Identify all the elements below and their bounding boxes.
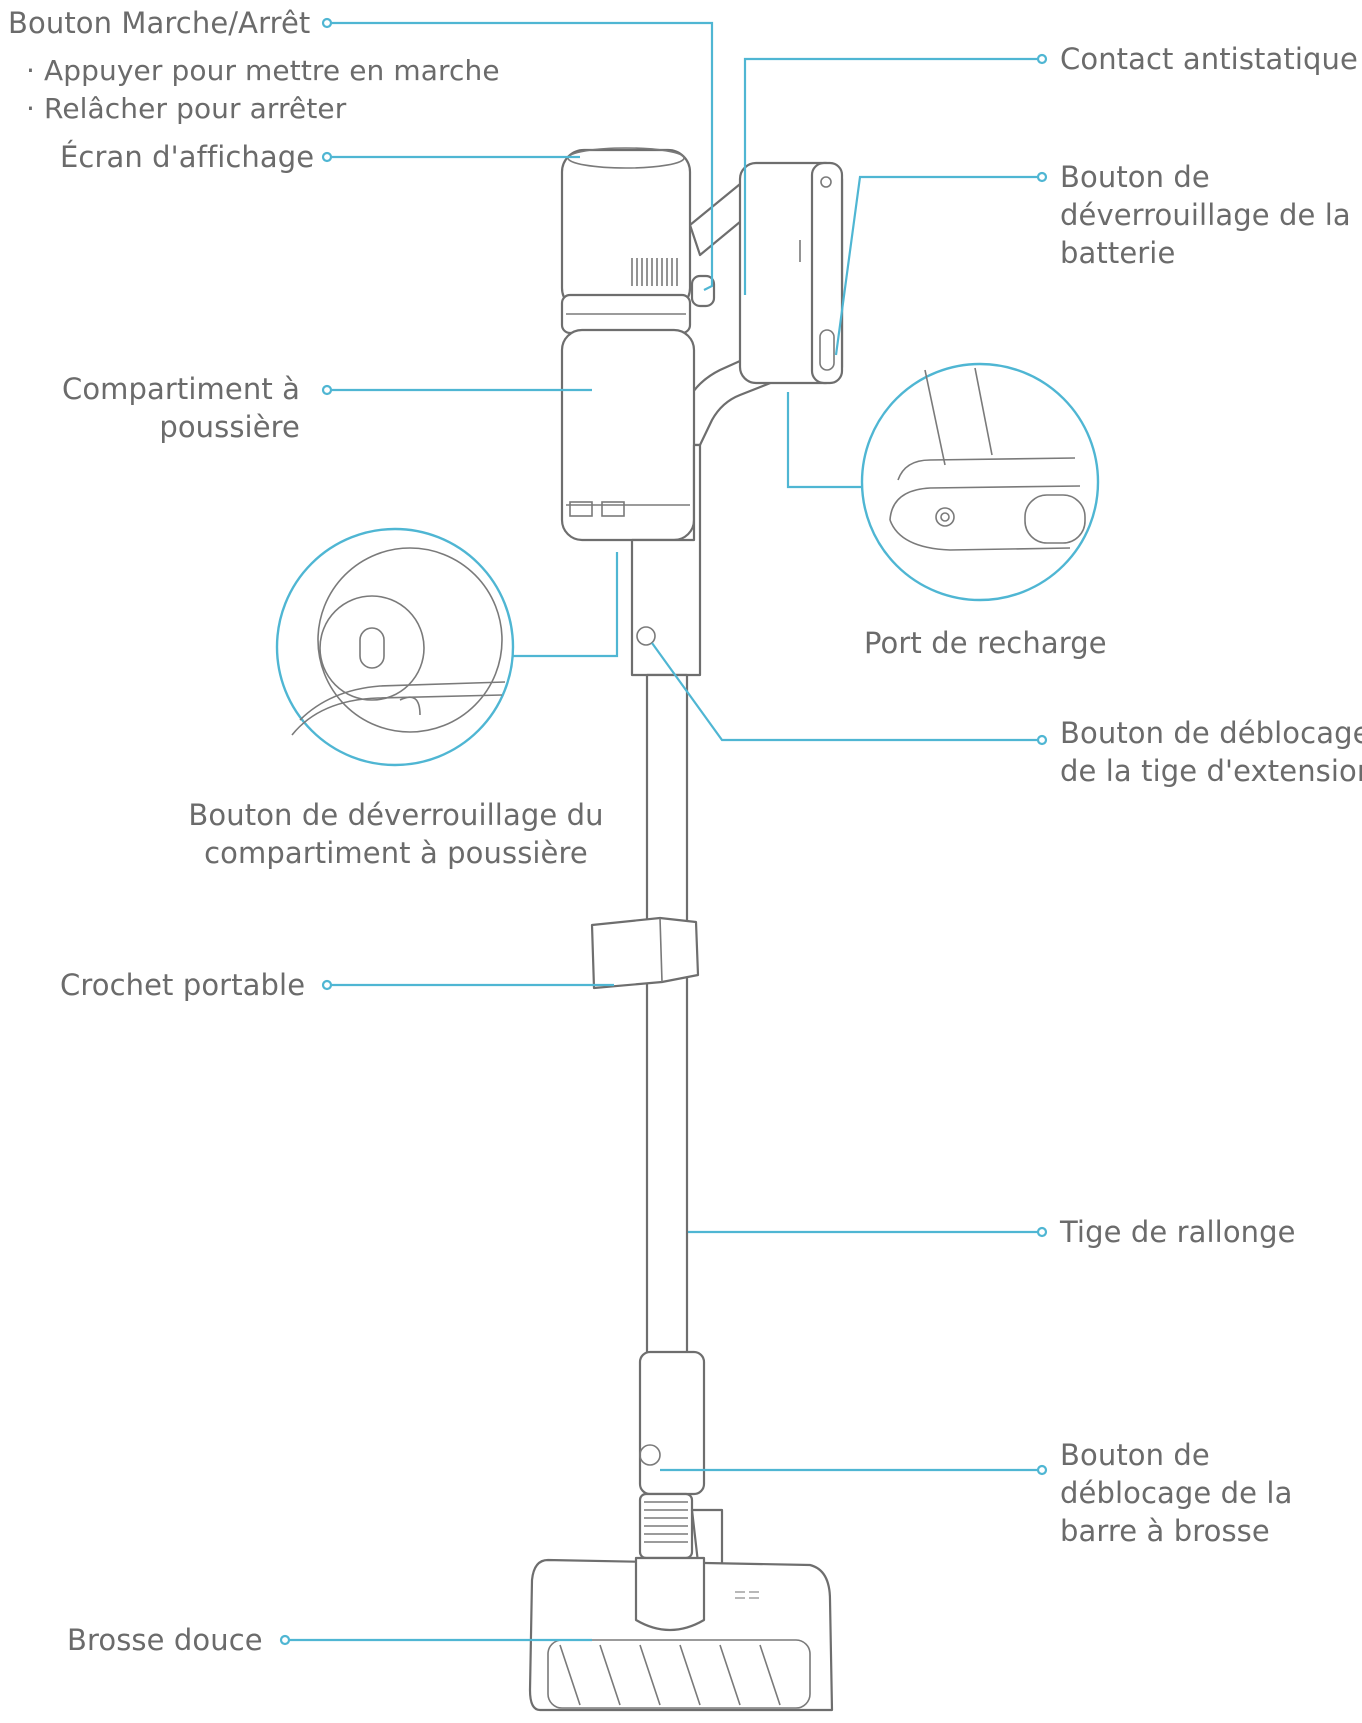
- label-dust-bin-line-1: Compartiment à: [61, 372, 300, 406]
- label-dust-bin-line-2: poussière: [159, 410, 300, 444]
- brush-roller: [547, 1639, 811, 1709]
- detail-bin-release: [275, 527, 515, 767]
- tube-connector: [630, 443, 702, 677]
- label-soft-brush: Brosse douce: [67, 1623, 263, 1657]
- label-tube-release-line-1: Bouton de déblocage: [1060, 716, 1362, 750]
- bullet: ·: [26, 54, 36, 87]
- label-power-note-2: · Relâcher pour arrêter: [26, 90, 346, 128]
- label-battery-release-line-3: batterie: [1060, 236, 1176, 270]
- vacuum-illustration: [528, 147, 844, 1712]
- label-extension-tube: Tige de rallonge: [1060, 1215, 1296, 1249]
- power-trigger: [690, 274, 716, 308]
- label-power-button: Bouton Marche/Arrêt: [8, 6, 311, 40]
- portable-hook: [590, 916, 700, 990]
- leader-lines: [279, 17, 1048, 1646]
- tube-release-button: [636, 626, 656, 646]
- label-display: Écran d'affichage: [60, 140, 315, 174]
- label-brush-release: Bouton de déblocage de la barre à brosse: [1060, 1436, 1292, 1550]
- detail-charging-port: [860, 362, 1100, 602]
- label-battery-release-line-1: Bouton de: [1060, 160, 1210, 194]
- label-brush-release-line-1: Bouton de: [1060, 1438, 1210, 1472]
- brush-release-button: [639, 1444, 661, 1466]
- label-battery-release-line-2: déverrouillage de la: [1060, 198, 1351, 232]
- label-tube-release-line-2: de la tige d'extension: [1060, 754, 1362, 788]
- label-brush-release-line-2: déblocage de la: [1060, 1476, 1293, 1510]
- label-tube-release: Bouton de déblocage de la tige d'extensi…: [1060, 714, 1362, 790]
- battery-release-slot: [819, 329, 835, 371]
- label-charging-port: Port de recharge: [864, 626, 1107, 660]
- label-brush-release-line-3: barre à brosse: [1060, 1514, 1270, 1548]
- label-bin-release: Bouton de déverrouillage du compartiment…: [166, 796, 626, 872]
- label-power-note-1: · Appuyer pour mettre en marche: [26, 52, 500, 90]
- extension-tube: [645, 673, 689, 1357]
- battery-vent: [820, 176, 832, 188]
- lower-connector: [638, 1350, 706, 1496]
- label-dust-bin: Compartiment à poussière: [62, 370, 300, 446]
- label-battery-release: Bouton de déverrouillage de la batterie: [1060, 158, 1351, 272]
- label-bin-release-line-1: Bouton de déverrouillage du: [188, 798, 604, 832]
- label-antistatic: Contact antistatique: [1060, 42, 1358, 76]
- label-bin-release-line-2: compartiment à poussière: [204, 836, 588, 870]
- battery-side: [810, 161, 844, 385]
- label-power-note-2-text: Relâcher pour arrêter: [44, 92, 347, 125]
- label-power-note-1-text: Appuyer pour mettre en marche: [44, 54, 500, 87]
- vent-grille: [631, 258, 678, 286]
- label-hook: Crochet portable: [60, 968, 306, 1002]
- dust-bin: [560, 328, 696, 542]
- bullet: ·: [26, 92, 36, 125]
- brush-neck: [634, 1556, 706, 1631]
- motor-head: [560, 148, 692, 312]
